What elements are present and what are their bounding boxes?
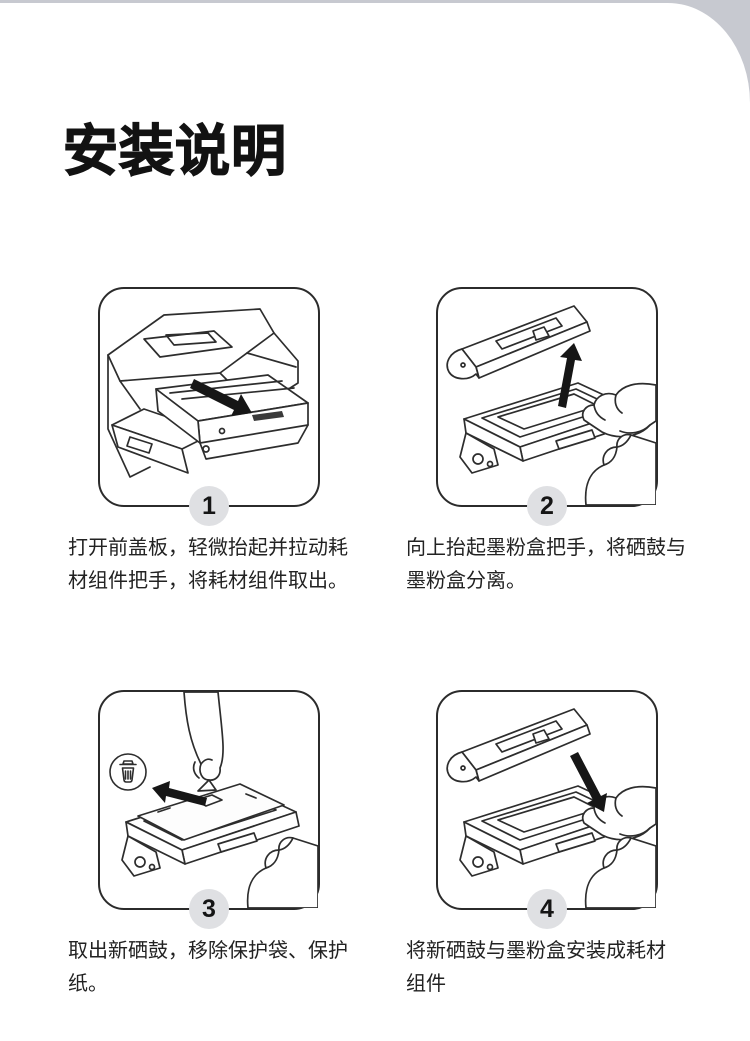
page-title: 安装说明 bbox=[62, 119, 288, 182]
step-4-panel: 4 bbox=[436, 690, 658, 929]
step-1: 1 打开前盖板，轻微抬起并拉动耗 材组件把手，将耗材组件取出。 bbox=[64, 287, 354, 598]
caption-line-1: 打开前盖板，轻微抬起并拉动耗 bbox=[68, 537, 348, 559]
assemble-toner-drum-illustration bbox=[446, 708, 656, 908]
caption-line-2: 材组件把手，将耗材组件取出。 bbox=[68, 570, 348, 592]
step-2-panel: 2 bbox=[436, 287, 658, 526]
remove-protection-illustration bbox=[109, 692, 318, 908]
separate-toner-drum-illustration bbox=[446, 305, 656, 505]
step-4-caption: 将新硒鼓与墨粉盒安装成耗材 组件 bbox=[402, 935, 692, 1001]
step-3-caption: 取出新硒鼓，移除保护袋、保护 纸。 bbox=[64, 935, 354, 1001]
step-1-number: 1 bbox=[202, 491, 216, 520]
step-2-caption: 向上抬起墨粉盒把手，将硒鼓与 墨粉盒分离。 bbox=[402, 532, 692, 598]
arrow-left-icon bbox=[152, 781, 207, 806]
toner-cartridge-drawing bbox=[446, 708, 591, 783]
caption-line-2: 墨粉盒分离。 bbox=[406, 570, 526, 592]
step-1-caption: 打开前盖板，轻微抬起并拉动耗 材组件把手，将耗材组件取出。 bbox=[64, 532, 354, 598]
step-4: 4 将新硒鼓与墨粉盒安装成耗材 组件 bbox=[402, 690, 692, 1001]
step-1-badge: 1 bbox=[189, 486, 229, 526]
trash-icon bbox=[109, 753, 147, 791]
step-3-badge: 3 bbox=[189, 889, 229, 929]
caption-line-1: 取出新硒鼓，移除保护袋、保护 bbox=[68, 940, 348, 962]
step-4-number: 4 bbox=[540, 894, 554, 923]
hand-drawing bbox=[584, 836, 656, 908]
caption-line-2: 组件 bbox=[406, 973, 446, 995]
step-4-badge: 4 bbox=[527, 889, 567, 929]
step-1-panel: 1 bbox=[98, 287, 320, 526]
arrow-up-icon bbox=[558, 343, 582, 408]
step-3-number: 3 bbox=[202, 894, 216, 923]
arm-drawing bbox=[183, 692, 224, 792]
step-3-panel: 3 bbox=[98, 690, 320, 929]
arrow-right-icon bbox=[190, 379, 252, 416]
hand-drawing bbox=[246, 836, 318, 908]
arrow-down-icon bbox=[570, 752, 607, 812]
caption-line-2: 纸。 bbox=[68, 973, 108, 995]
step-2-number: 2 bbox=[540, 491, 554, 520]
step-3: 3 取出新硒鼓，移除保护袋、保护 纸。 bbox=[64, 690, 354, 1001]
caption-line-1: 将新硒鼓与墨粉盒安装成耗材 bbox=[406, 940, 666, 962]
hand-drawing bbox=[584, 433, 656, 505]
caption-line-1: 向上抬起墨粉盒把手，将硒鼓与 bbox=[406, 537, 686, 559]
content-card: 安装说明 bbox=[0, 3, 750, 1041]
step-2-badge: 2 bbox=[527, 486, 567, 526]
printer-pull-out-illustration bbox=[107, 308, 309, 478]
step-2: 2 向上抬起墨粉盒把手，将硒鼓与 墨粉盒分离。 bbox=[402, 287, 692, 598]
